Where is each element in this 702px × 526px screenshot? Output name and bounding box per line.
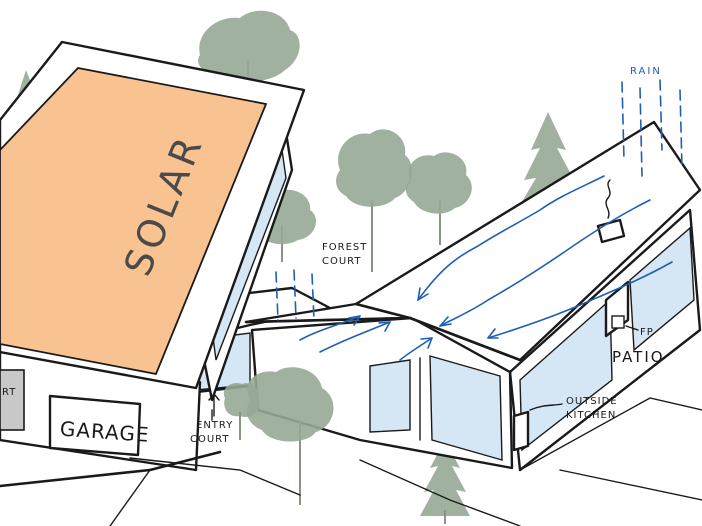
annotation-labels: RAIN FOREST COURT ENTRY COURT FP PATIO O…: [190, 66, 665, 445]
entry-court-label-2: COURT: [190, 434, 230, 445]
fireplace-label: FP: [640, 327, 654, 338]
front-glazing-right: [429, 355, 503, 461]
side-glazing-2: [629, 226, 695, 352]
forest-court-label-1: FOREST: [322, 242, 367, 253]
patio-label: PATIO: [612, 348, 665, 366]
site-lines: [0, 392, 702, 526]
outside-kitchen-label-2: KITCHEN: [566, 410, 616, 421]
water-flow-arrows: [299, 175, 673, 361]
front-glazing-left: [369, 359, 411, 433]
cropped-label: RT: [2, 387, 16, 398]
rain-marks: [275, 79, 683, 321]
tree-bottom-conifer: [420, 440, 470, 524]
tree-forest-court-2: [405, 152, 472, 245]
garage-door: [48, 394, 142, 457]
forest-court-label-2: COURT: [322, 256, 362, 267]
outside-kitchen-label-1: OUTSIDE: [566, 396, 618, 407]
garage-building: GARAGE RT SOLAR: [0, 40, 306, 472]
tree-entry: [246, 367, 334, 505]
tree-forest-court-1: [336, 129, 413, 272]
solar-panel: [0, 67, 268, 376]
foreground-trees: [223, 367, 334, 505]
main-house: [244, 79, 702, 472]
tree-entry-small: [223, 382, 259, 440]
entry-court-label-1: ENTRY: [196, 420, 233, 431]
rain-label: RAIN: [630, 66, 662, 77]
outside-kitchen: [512, 403, 563, 452]
